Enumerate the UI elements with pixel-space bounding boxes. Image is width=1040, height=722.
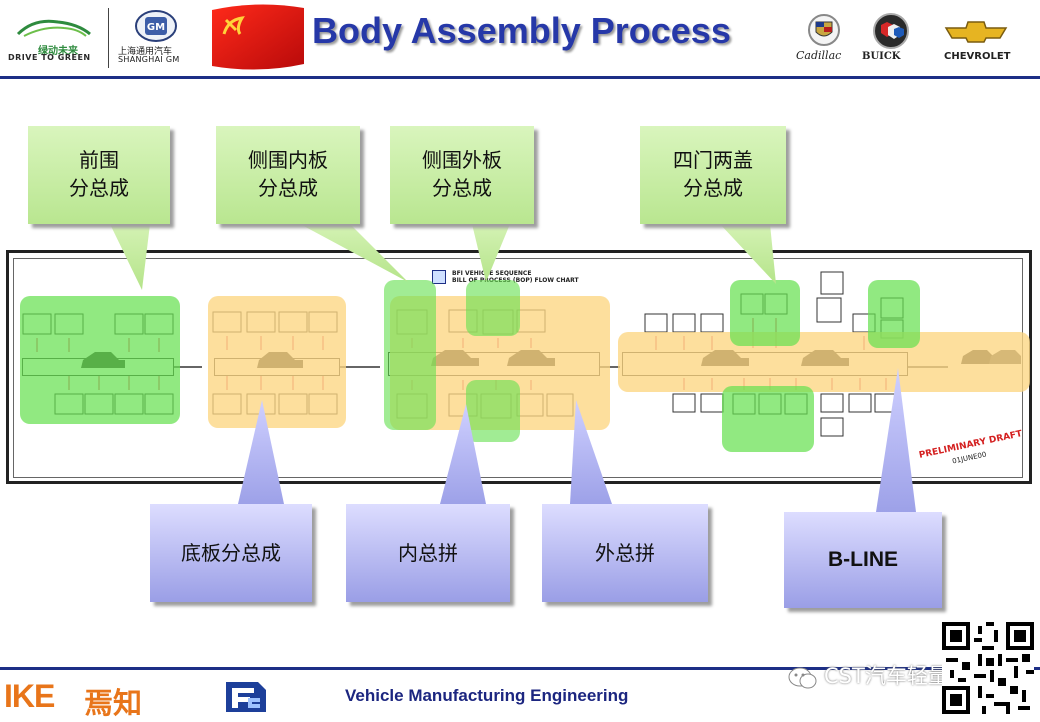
callout-outer-side-subassembly: 侧围外板 分总成 — [390, 126, 534, 224]
zone-outer-side-top — [466, 280, 520, 336]
callout-inner-side-line2: 分总成 — [258, 176, 318, 200]
gm-logo-icon: GM — [135, 10, 177, 42]
cadillac-crest-icon — [808, 14, 840, 46]
party-flag-icon — [212, 4, 304, 70]
callout-closures-line1: 四门两盖 — [673, 148, 753, 172]
callout-inner-side-line1: 侧围内板 — [248, 148, 328, 172]
footer-department: Vehicle Manufacturing Engineering — [345, 686, 629, 705]
chevrolet-bowtie-icon — [944, 21, 1008, 43]
callout-outer-framing: 外总拼 — [542, 504, 708, 602]
logo-sgm-cn: 上海通用汽车 — [118, 47, 173, 57]
brand-buick: BUICK — [862, 51, 901, 62]
zone-front-end — [20, 296, 180, 424]
callout-outer-side-line1: 侧围外板 — [422, 148, 502, 172]
logo-drive-cn: 绿动未来 — [38, 46, 78, 57]
ike-logo-cn: 焉知 — [84, 686, 143, 720]
callout-underbody-subassembly: 底板分总成 — [150, 504, 312, 602]
svg-text:GM: GM — [147, 22, 165, 33]
brand-chevrolet: CHEVROLET — [944, 51, 1011, 62]
callout-closures-line2: 分总成 — [683, 176, 743, 200]
zone-closures-bottom — [722, 386, 814, 452]
callout-underbody-label: 底板分总成 — [181, 541, 281, 565]
zone-outer-side-bottom — [466, 380, 520, 442]
brand-cadillac: Cadillac — [796, 49, 842, 62]
callout-inner-side-subassembly: 侧围内板 分总成 — [216, 126, 360, 224]
callout-closures-subassembly: 四门两盖 分总成 — [640, 126, 786, 224]
drive-to-green-car-icon — [16, 19, 91, 37]
qr-code-icon — [942, 622, 1034, 714]
flow-chart-logo-icon — [432, 270, 446, 284]
logo-drive-en: DRIVE TO GREEN — [8, 53, 91, 62]
callout-b-line-label: B-LINE — [828, 548, 898, 571]
header-divider — [108, 8, 109, 68]
fe-logo-icon — [226, 682, 266, 712]
callout-front-line1: 前围 — [79, 148, 119, 172]
flow-chart-title-line2: BILL OF PROCESS (BOP) FLOW CHART — [452, 277, 579, 284]
ike-logo-icon: IKE — [4, 678, 55, 714]
callout-front-subassembly: 前围 分总成 — [28, 126, 170, 224]
zone-underbody — [208, 296, 346, 428]
callout-b-line: B-LINE — [784, 512, 942, 608]
slide-title: Body Assembly Process — [312, 10, 731, 51]
zone-b-line — [618, 332, 1030, 392]
buick-shield-icon — [873, 13, 909, 49]
wechat-icon — [788, 667, 817, 689]
callout-outer-framing-label: 外总拼 — [595, 541, 655, 565]
zone-inner-side-left — [384, 280, 436, 430]
footer-rule — [0, 667, 1040, 670]
callout-front-line2: 分总成 — [69, 176, 129, 200]
header-rule — [0, 76, 1040, 79]
zone-closures-top — [730, 280, 800, 346]
logo-sgm-en: SHANGHAI GM — [118, 55, 180, 64]
zone-closures-right — [868, 280, 920, 348]
callout-outer-side-line2: 分总成 — [432, 176, 492, 200]
callout-inner-framing-label: 内总拼 — [398, 541, 458, 565]
callout-inner-framing: 内总拼 — [346, 504, 510, 602]
